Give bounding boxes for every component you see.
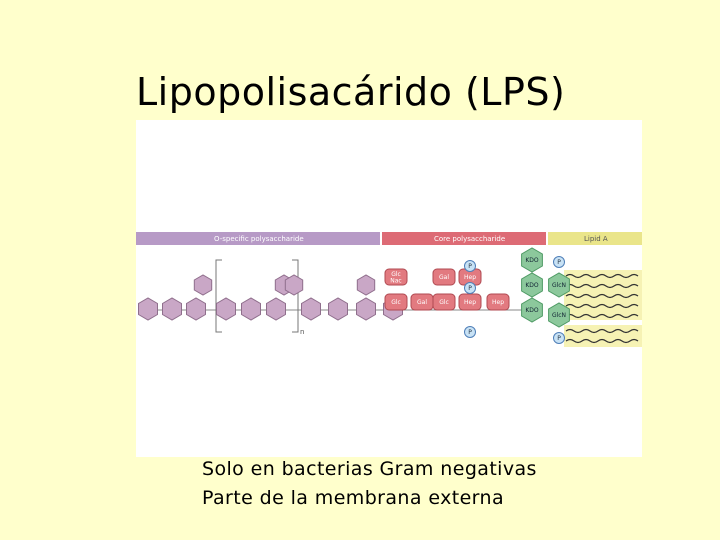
phosphate-glcn-bottom <box>553 332 565 344</box>
kdo-3-label: KDO <box>525 307 539 314</box>
core-glc-2 <box>432 293 456 311</box>
core-gal-2-label: Gal <box>439 274 449 281</box>
o-sugar-9 <box>356 297 376 321</box>
core-glc-1-label: Glc <box>391 299 401 306</box>
phosphate-glcn-top <box>553 256 565 268</box>
phosphate-hep-mid <box>464 282 476 294</box>
region-label-core: Core polysaccharide <box>434 235 505 243</box>
page-title: Lipopolisacárido (LPS) <box>136 70 566 114</box>
core-gal-1-label: Gal <box>417 299 427 306</box>
bullet-gram-negative: Solo en bacterias Gram negativas <box>202 458 537 480</box>
o-sugar-6 <box>266 297 286 321</box>
phosphate-glcn-top-label: P <box>557 259 561 266</box>
o-sugar-1 <box>138 297 158 321</box>
core-glc-1 <box>384 293 408 311</box>
o-sugar-7 <box>301 297 321 321</box>
region-bar-core <box>382 232 546 245</box>
o-sugar-2 <box>162 297 182 321</box>
core-hep-2-label: Hep <box>464 299 476 306</box>
o-branch-sugar-3 <box>284 274 304 296</box>
phosphate-hep-mid-label: P <box>468 285 472 292</box>
region-bar-lipid-a <box>548 232 642 245</box>
kdo-1 <box>521 247 543 273</box>
o-sugar-3 <box>186 297 206 321</box>
core-hep-3 <box>486 293 510 311</box>
phosphate-hep-bottom <box>464 326 476 338</box>
bullet-outer-membrane: Parte de la membrana externa <box>202 487 505 509</box>
repeat-bracket <box>215 259 299 333</box>
glcn-2-label: GlcN <box>552 312 566 319</box>
o-sugar-4 <box>216 297 236 321</box>
kdo-2 <box>521 272 543 298</box>
o-branch-sugar-1 <box>193 274 213 296</box>
glcn-2 <box>548 302 570 328</box>
phosphate-glcn-bottom-label: P <box>557 335 561 342</box>
core-glcnac-label: Nac <box>390 277 401 284</box>
lps-diagram: O-specific polysaccharide Core polysacch… <box>136 120 642 457</box>
core-glcnac <box>384 268 408 286</box>
o-branch-sugar-4 <box>356 274 376 296</box>
repeat-subscript: n <box>300 328 304 336</box>
core-hep-3-label: Hep <box>492 299 504 306</box>
lipid-a-membrane <box>564 270 642 347</box>
glcn-1 <box>548 272 570 298</box>
phosphate-hep-top-label: P <box>468 263 472 270</box>
phosphate-hep-bottom-label: P <box>468 329 472 336</box>
region-bar-o-specific <box>136 232 380 245</box>
core-gal-2 <box>432 268 456 286</box>
kdo-3 <box>521 297 543 323</box>
region-label-o-specific: O-specific polysaccharide <box>214 235 304 243</box>
region-label-lipid-a: Lipid A <box>584 235 608 243</box>
glcn-1-label: GlcN <box>552 282 566 289</box>
o-specific-sugars <box>138 274 403 321</box>
phosphate-hep-top <box>464 260 476 272</box>
kdo-2-label: KDO <box>525 282 539 289</box>
lps-structure-svg: O-specific polysaccharide Core polysacch… <box>136 232 642 347</box>
core-hep-1-label: Hep <box>464 274 476 281</box>
core-glcnac-label: Glc <box>391 271 401 278</box>
kdo-1-label: KDO <box>525 257 539 264</box>
core-glc-2-label: Glc <box>439 299 449 306</box>
o-sugar-8 <box>328 297 348 321</box>
o-sugar-5 <box>241 297 261 321</box>
